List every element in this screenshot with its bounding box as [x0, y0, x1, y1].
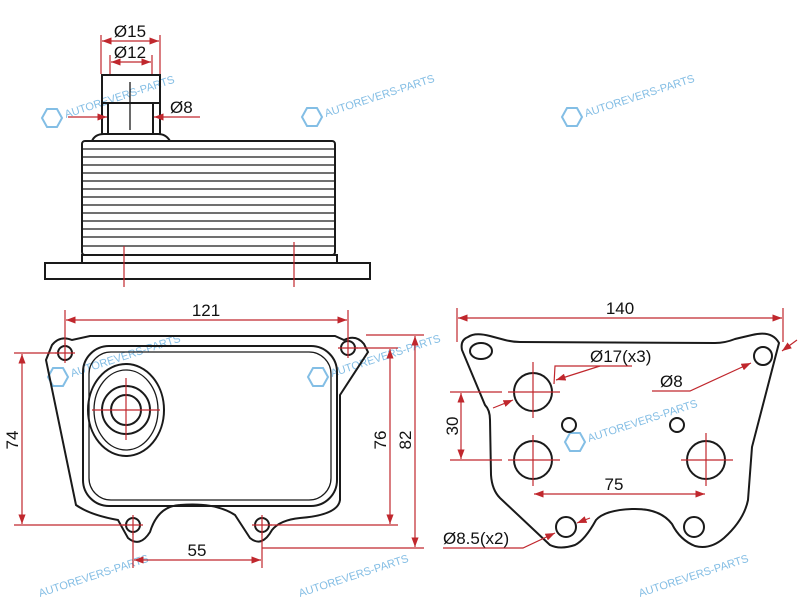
- dim-d12: Ø12: [114, 43, 146, 62]
- svg-text:AUTOREVERS-PARTS: AUTOREVERS-PARTS: [297, 553, 410, 600]
- leader-d17: [555, 365, 601, 381]
- dim-75: 75: [605, 475, 624, 494]
- front-plate-outline: [44, 335, 370, 543]
- front-view: 121 74 76 82 55: [3, 301, 424, 568]
- leader-d8: [652, 362, 752, 392]
- dim-d8-top: Ø8: [170, 98, 193, 117]
- watermark-logo-icon: [300, 107, 324, 127]
- watermark-3: AUTOREVERS-PARTS: [560, 73, 696, 127]
- dim-30: 30: [443, 417, 462, 436]
- dim-55: 55: [188, 541, 207, 560]
- dim-d8-mount: Ø8: [660, 372, 683, 391]
- watermark-logo-icon: [40, 108, 64, 128]
- svg-text:AUTOREVERS-PARTS: AUTOREVERS-PARTS: [583, 73, 696, 120]
- mount-hole-d85: [683, 516, 705, 538]
- cooler-body: [81, 140, 336, 256]
- pin-hole: [669, 417, 685, 433]
- leader-d85: [443, 532, 556, 549]
- dim-74: 74: [3, 431, 22, 450]
- dim-d15: Ø15: [114, 22, 146, 41]
- outlet-boss: [87, 363, 165, 457]
- svg-text:AUTOREVERS-PARTS: AUTOREVERS-PARTS: [323, 73, 436, 120]
- watermark-2: AUTOREVERS-PARTS: [300, 73, 436, 127]
- dim-76: 76: [371, 431, 390, 450]
- mount-outline: [460, 332, 781, 549]
- side-view: Ø15 Ø12 Ø8: [44, 22, 371, 287]
- watermark-6: AUTOREVERS-PARTS: [563, 398, 699, 452]
- dim-121: 121: [192, 301, 220, 320]
- dim-d85x2: Ø8.5(x2): [443, 529, 509, 548]
- cooler-top-face: [82, 345, 338, 507]
- watermark-5: AUTOREVERS-PARTS: [306, 333, 442, 387]
- fitting-stem: [101, 75, 161, 135]
- mount-view: 140 Ø17(x3) Ø8 30 75 Ø8.5(x2): [443, 299, 798, 549]
- dim-d17x3: Ø17(x3): [590, 347, 651, 366]
- bolt-center-lines: [123, 242, 295, 287]
- pin-hole: [561, 417, 577, 433]
- svg-text:AUTOREVERS-PARTS: AUTOREVERS-PARTS: [69, 333, 182, 380]
- mount-hole-d85: [555, 516, 577, 538]
- watermark-logo-icon: [306, 367, 330, 387]
- cooler-gasket: [81, 254, 338, 264]
- dim-140: 140: [606, 299, 634, 318]
- watermark-logo-icon: [560, 107, 584, 127]
- mount-plate-side: [44, 262, 371, 280]
- mount-hole: [469, 342, 493, 360]
- fitting-base: [91, 133, 171, 142]
- watermark-logo-icon: [46, 367, 70, 387]
- watermark-1: AUTOREVERS-PARTS: [40, 74, 176, 128]
- mount-hole-d8: [753, 346, 773, 366]
- watermark-logo-icon: [563, 432, 587, 452]
- svg-text:AUTOREVERS-PARTS: AUTOREVERS-PARTS: [637, 553, 750, 600]
- cooler-fins: [81, 140, 336, 256]
- dim-82: 82: [396, 431, 415, 450]
